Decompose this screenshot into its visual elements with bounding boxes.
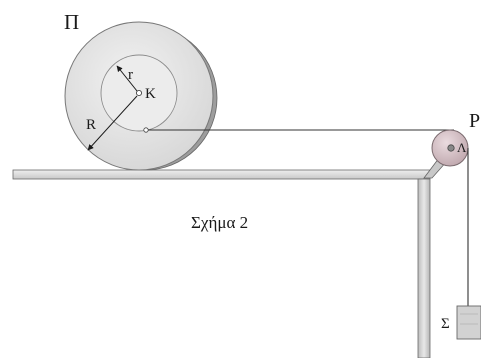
center-point-k xyxy=(135,89,143,97)
label-inner-radius: r xyxy=(128,67,133,83)
pulley-axle xyxy=(447,144,455,152)
label-pulley: P xyxy=(469,110,480,132)
radius-r-arrow xyxy=(116,65,138,92)
radius-R-arrow xyxy=(87,95,138,151)
string-attach-point xyxy=(143,127,149,133)
label-outer-radius: R xyxy=(86,117,96,133)
table-top xyxy=(12,169,431,180)
block-sigma xyxy=(456,305,481,340)
label-center: K xyxy=(145,86,156,102)
table-leg xyxy=(417,178,431,359)
caption: Σχήμα 2 xyxy=(191,213,248,232)
label-pulley-center: Λ xyxy=(457,140,467,155)
label-wheel: Π xyxy=(64,10,79,34)
label-block: Σ xyxy=(441,316,450,332)
